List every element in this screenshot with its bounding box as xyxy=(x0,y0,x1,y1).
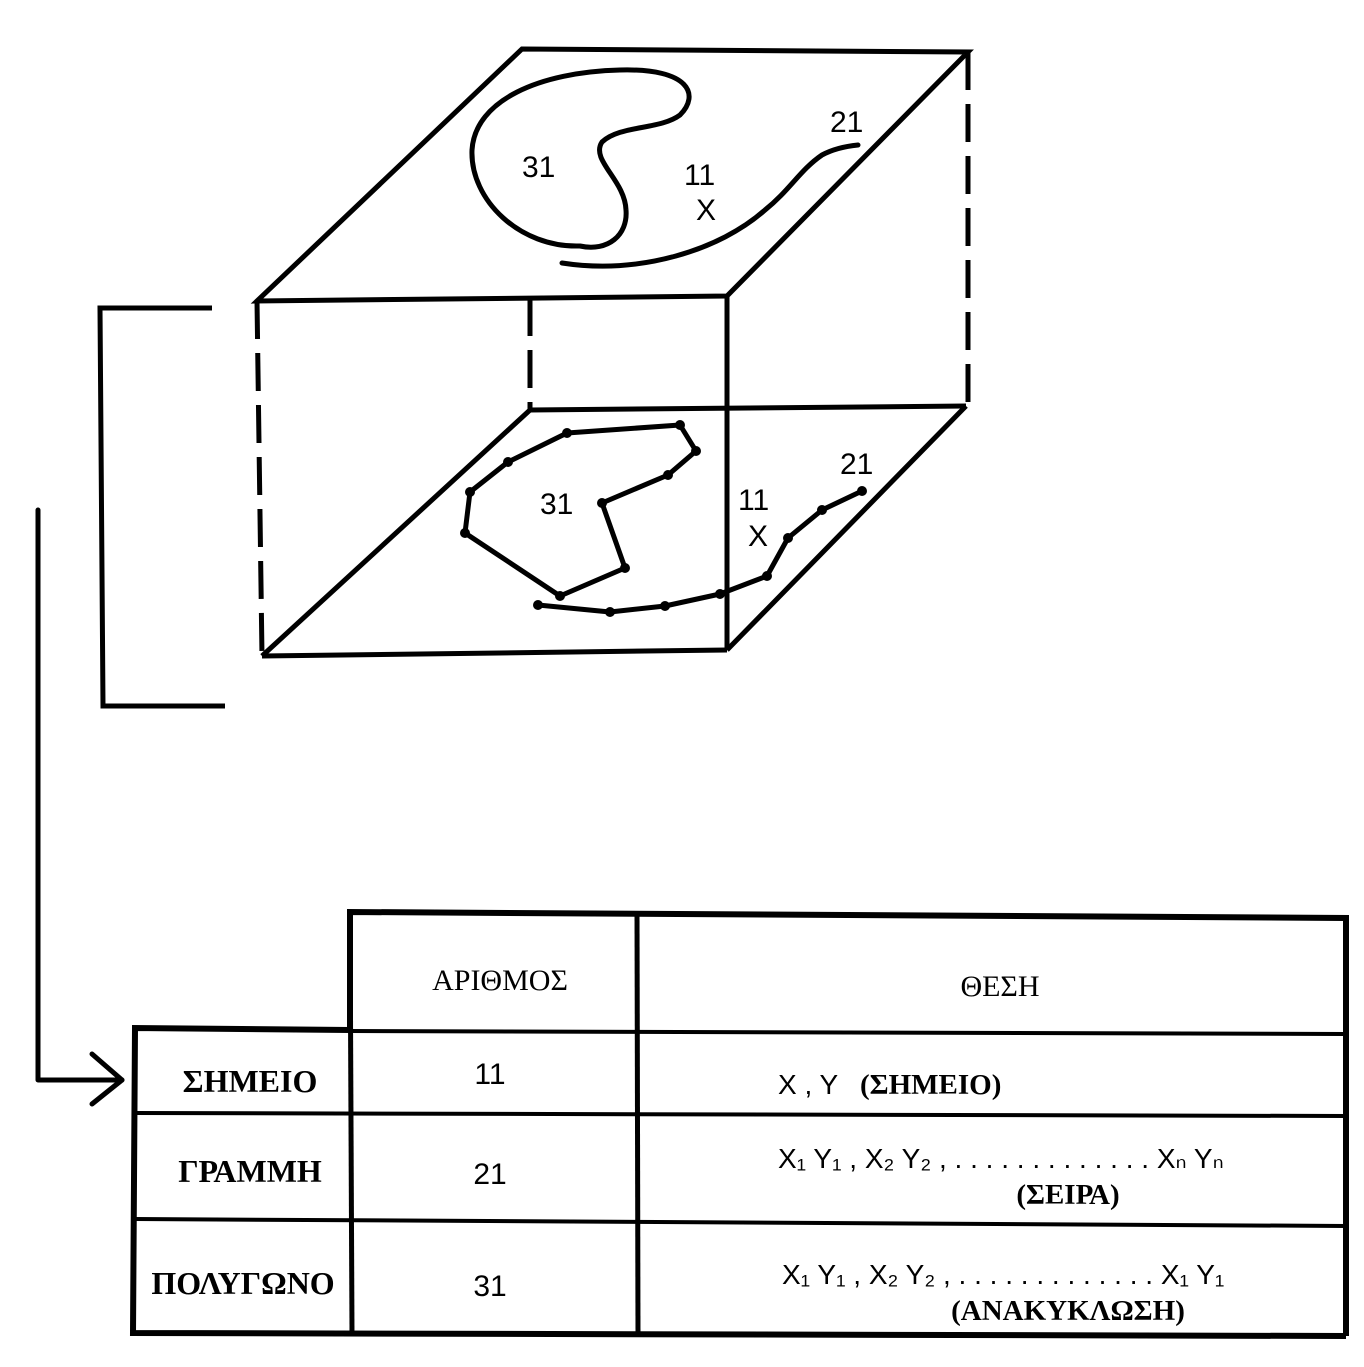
row-name-point: ΣΗΜΕΙΟ xyxy=(183,1063,318,1099)
top-polygon-shape xyxy=(469,67,692,250)
top-layer-features xyxy=(469,67,861,269)
bottom-face xyxy=(260,403,968,659)
table-header-position: ΘΕΣΗ xyxy=(960,970,1039,1003)
row-number-line: 21 xyxy=(473,1158,506,1191)
bottom-layer-features xyxy=(462,422,864,615)
top-line-shape xyxy=(559,142,861,269)
connector-arrow xyxy=(35,507,125,1107)
bottom-label-point-mark: X xyxy=(748,520,768,553)
edge-front-left xyxy=(254,300,265,657)
row-position-point: X , Y xyxy=(778,1069,839,1100)
bottom-label-point-id: 11 xyxy=(738,484,769,517)
attribute-table xyxy=(129,908,1349,1339)
row-position-polygon: X₁ Y₁ , X₂ Y₂ , . . . . . . . . . . . . … xyxy=(782,1259,1224,1290)
table-header-number: ΑΡΙΘΜΟΣ xyxy=(432,964,568,997)
row-name-polygon: ΠΟΛΥΓΩΝΟ xyxy=(151,1265,334,1301)
row-name-line: ΓΡΑΜΜΗ xyxy=(178,1153,322,1189)
bottom-label-line: 21 xyxy=(840,448,873,481)
top-label-point-mark: X xyxy=(696,194,716,227)
bottom-polygon-shape xyxy=(462,422,699,599)
top-label-point-id: 11 xyxy=(684,159,715,192)
row-note-point: (ΣΗΜΕΙΟ) xyxy=(860,1069,1001,1101)
vertex-dots xyxy=(460,420,867,617)
row-note-polygon: (ΑΝΑΚΥΚΛΩΣΗ) xyxy=(951,1295,1185,1327)
row-number-polygon: 31 xyxy=(473,1270,506,1303)
top-label-polygon: 31 xyxy=(522,151,555,184)
top-label-line: 21 xyxy=(830,106,863,139)
bottom-label-polygon: 31 xyxy=(540,488,573,521)
row-number-point: 11 xyxy=(474,1058,505,1091)
row-position-line: X₁ Y₁ , X₂ Y₂ , . . . . . . . . . . . . … xyxy=(778,1143,1224,1174)
bottom-line-shape xyxy=(537,488,864,615)
row-note-line: (ΣΕΙΡΑ) xyxy=(1016,1179,1119,1211)
layer-bracket xyxy=(97,305,225,709)
